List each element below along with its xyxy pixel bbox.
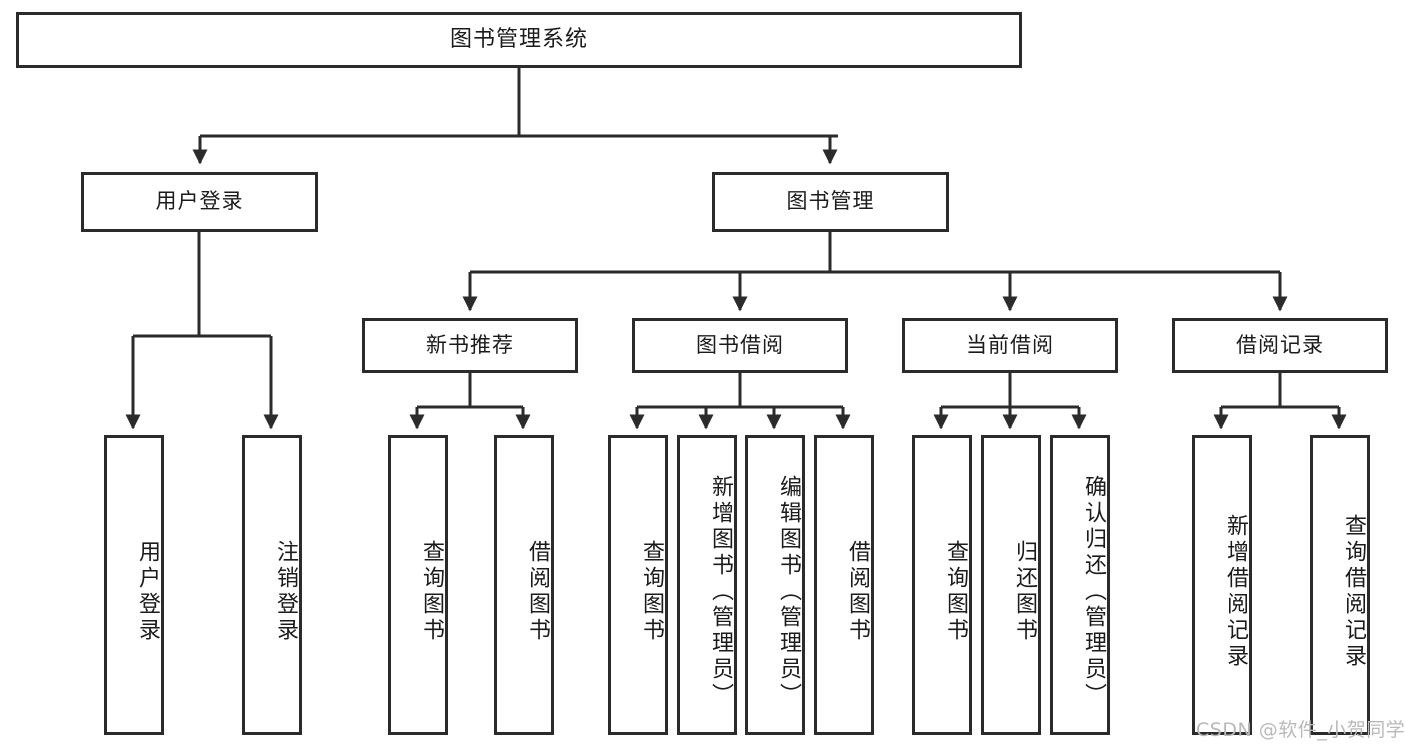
node-root-system[interactable]: 图书管理系统 (16, 12, 1022, 68)
leaf-label: 查询图书 (419, 540, 444, 644)
node-book-management[interactable]: 图书管理 (712, 172, 949, 232)
leaf-add-book-admin[interactable]: 新增图书（管理员） (677, 435, 737, 735)
leaf-query-book-current[interactable]: 查询图书 (912, 435, 972, 735)
csdn-watermark: CSDN @软件_小贺同学 (1196, 719, 1405, 741)
leaf-label: 查询借阅记录 (1341, 514, 1366, 670)
leaf-confirm-return-admin[interactable]: 确认归还（管理员） (1050, 435, 1110, 735)
leaf-query-borrow-record[interactable]: 查询借阅记录 (1310, 435, 1370, 735)
leaf-label: 编辑图书（管理员） (776, 475, 801, 709)
leaf-label: 借阅图书 (525, 540, 550, 644)
leaf-label: 新增图书（管理员） (708, 475, 733, 709)
leaf-label: 用户登录 (135, 540, 160, 644)
leaf-query-book-newbook[interactable]: 查询图书 (388, 435, 448, 735)
leaf-edit-book-admin[interactable]: 编辑图书（管理员） (745, 435, 805, 735)
leaf-label: 借阅图书 (845, 540, 870, 644)
node-book-borrow[interactable]: 图书借阅 (632, 318, 848, 373)
leaf-label: 注销登录 (273, 540, 298, 644)
leaf-label: 查询图书 (639, 540, 664, 644)
leaf-label: 查询图书 (943, 540, 968, 644)
leaf-query-book-borrow[interactable]: 查询图书 (608, 435, 668, 735)
leaf-label: 新增借阅记录 (1223, 514, 1248, 670)
node-new-book-recommend[interactable]: 新书推荐 (362, 318, 578, 373)
node-user-login[interactable]: 用户登录 (81, 172, 318, 232)
leaf-user-login[interactable]: 用户登录 (104, 435, 164, 735)
leaf-label: 归还图书 (1012, 540, 1037, 644)
leaf-borrow-book-newbook[interactable]: 借阅图书 (494, 435, 554, 735)
leaf-user-logout[interactable]: 注销登录 (242, 435, 302, 735)
node-borrow-record[interactable]: 借阅记录 (1172, 318, 1388, 373)
leaf-label: 确认归还（管理员） (1081, 475, 1106, 709)
leaf-return-book[interactable]: 归还图书 (981, 435, 1041, 735)
leaf-add-borrow-record[interactable]: 新增借阅记录 (1192, 435, 1252, 735)
leaf-borrow-book[interactable]: 借阅图书 (814, 435, 874, 735)
node-current-borrow[interactable]: 当前借阅 (902, 318, 1118, 373)
